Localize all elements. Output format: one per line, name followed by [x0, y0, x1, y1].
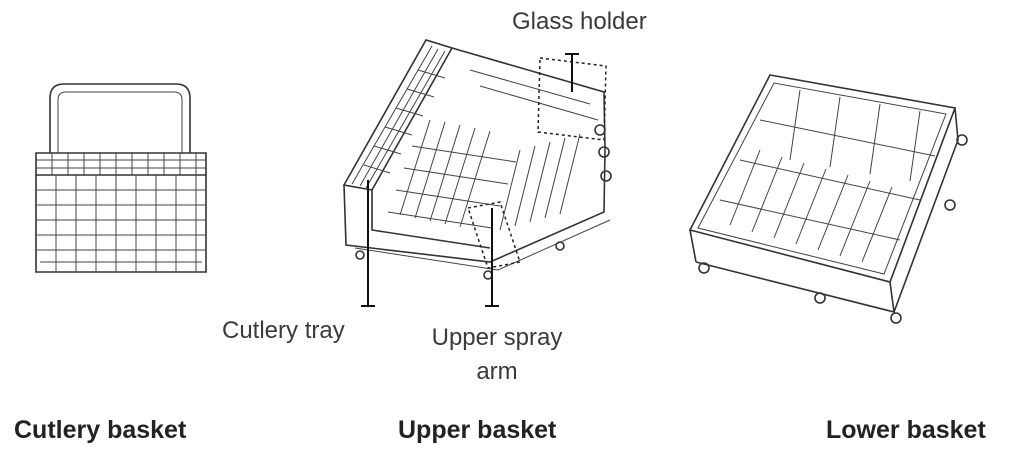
lower-basket-caption: Lower basket [826, 416, 986, 444]
upper-basket-illustration [342, 39, 612, 307]
lower-basket-illustration [688, 74, 968, 324]
cutlery-basket-caption: Cutlery basket [14, 416, 187, 444]
upper-spray-arm-label-line1: Upper spray [431, 324, 563, 351]
cutlery-tray-label: Cutlery tray [222, 317, 345, 344]
cutlery-tray-leader [361, 180, 375, 307]
glass-holder-label: Glass holder [512, 8, 647, 35]
upper-basket-caption: Upper basket [398, 416, 557, 444]
upper-spray-arm-label-line2: arm [476, 358, 518, 385]
cutlery-basket-illustration [35, 83, 207, 273]
glass-holder-leader [565, 53, 579, 92]
upper-spray-arm-label: Upper spray arm [412, 326, 582, 384]
upper-spray-arm-leader [485, 208, 499, 307]
